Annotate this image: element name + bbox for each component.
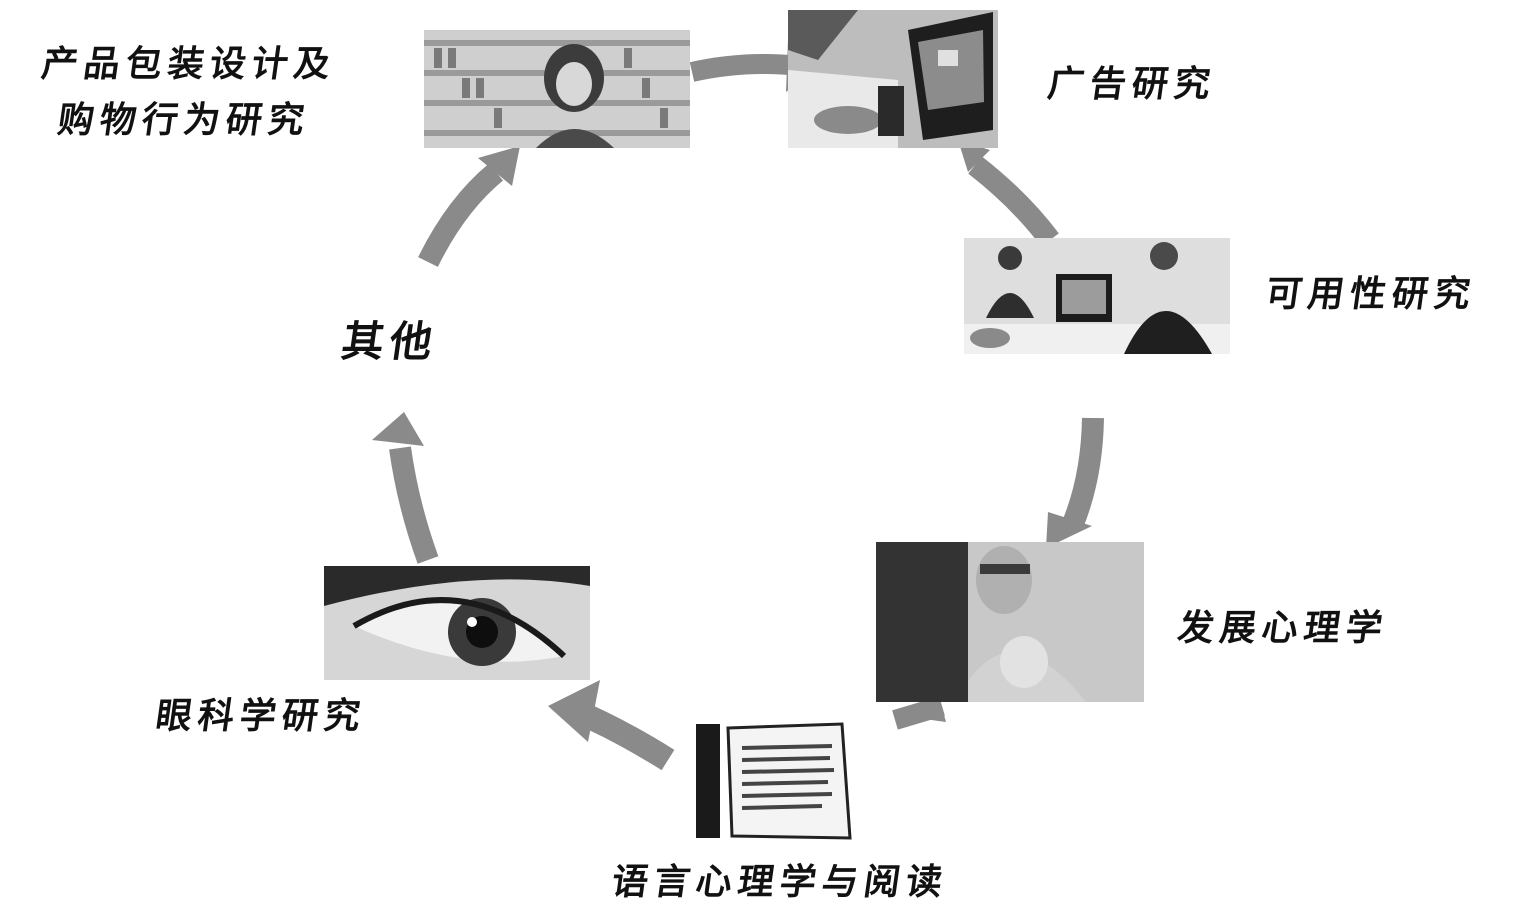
supermarket-shopper-photo	[424, 30, 690, 148]
label-other-line-1: 其他	[338, 317, 442, 366]
arrow-head-ophthalmology	[548, 680, 600, 742]
arrow-head-packaging	[478, 146, 520, 186]
computer-screen-hands-photo	[788, 10, 998, 148]
arrow-packaging-to-advertising	[689, 54, 802, 82]
label-packaging-line-2: 购物行为研究	[55, 99, 314, 141]
arrow-head-advertising-tail	[958, 140, 990, 172]
label-other: 其他	[338, 314, 442, 370]
arrow-head-developmental-tail	[902, 700, 946, 722]
usability-test-room-photo	[964, 238, 1230, 354]
label-developmental: 发展心理学	[1174, 600, 1392, 656]
arrow-other-to-packaging	[418, 163, 504, 267]
label-packaging: 产品包装设计及 购物行为研究	[30, 36, 340, 148]
arrow-usability-to-developmental	[1061, 417, 1104, 531]
label-advertising-line-1: 广告研究	[1045, 63, 1219, 105]
label-ophthalmology-line-1: 眼科学研究	[153, 695, 369, 737]
label-ophthalmology: 眼科学研究	[152, 688, 370, 744]
father-with-baby-photo	[876, 542, 1144, 702]
label-reading: 语言心理学与阅读	[608, 854, 952, 910]
label-usability: 可用性研究	[1262, 266, 1480, 322]
arrow-head-developmental	[1046, 512, 1092, 548]
label-developmental-line-1: 发展心理学	[1175, 607, 1391, 649]
label-reading-line-1: 语言心理学与阅读	[609, 861, 951, 903]
eye-closeup-photo	[324, 566, 590, 680]
open-book-photo	[692, 720, 858, 842]
arrow-advertising-to-usability	[968, 156, 1059, 247]
label-advertising: 广告研究	[1044, 56, 1220, 112]
arrow-head-other	[372, 412, 424, 446]
arrow-ophthalmology-to-other	[389, 446, 439, 564]
label-packaging-line-1: 产品包装设计及	[38, 43, 339, 85]
label-usability-line-1: 可用性研究	[1263, 273, 1479, 315]
